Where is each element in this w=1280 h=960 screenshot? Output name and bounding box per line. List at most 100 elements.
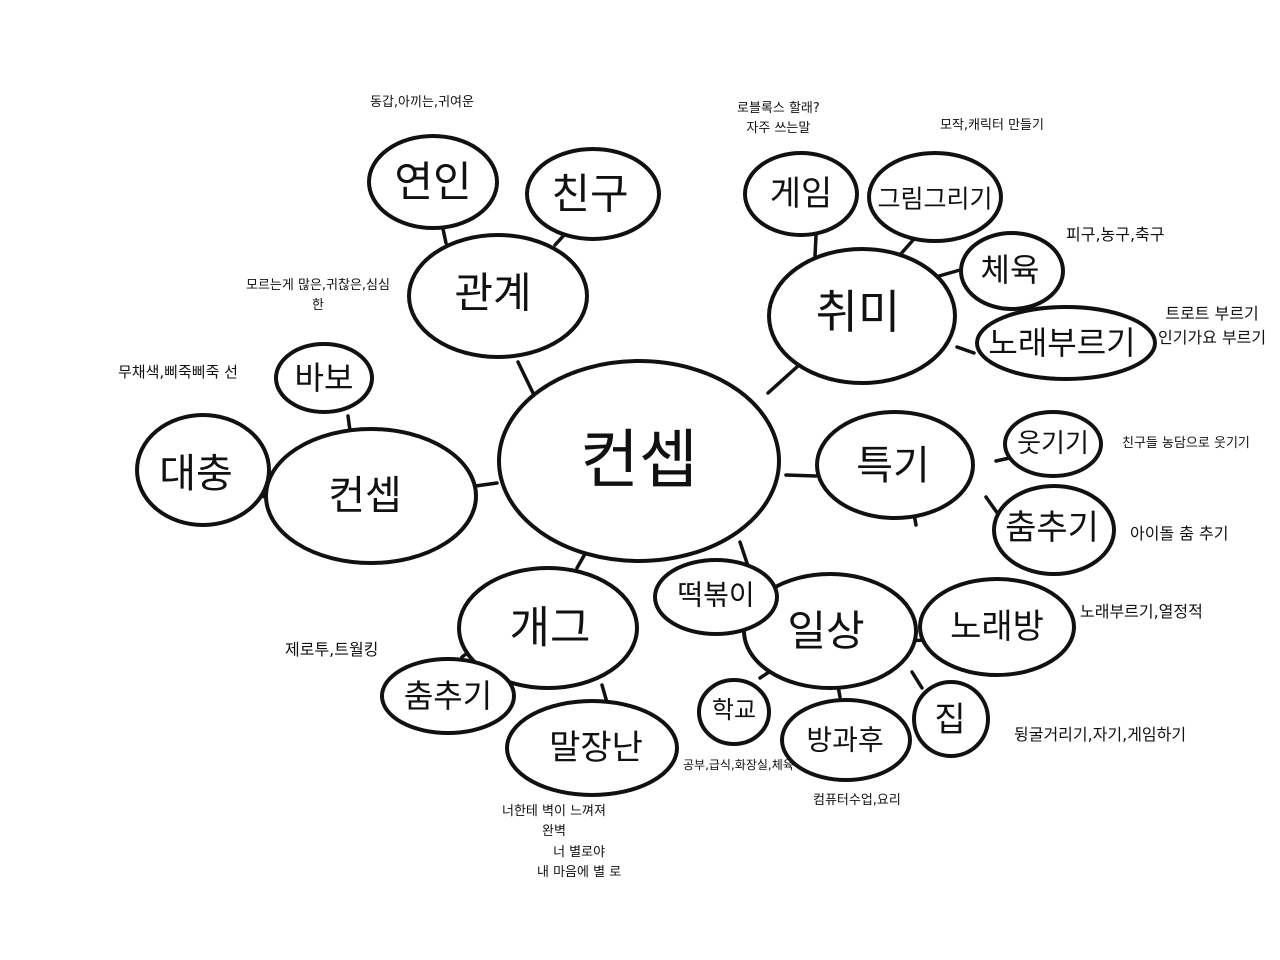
home-label: 집 bbox=[934, 700, 965, 740]
dancing-node: 춤추기 bbox=[992, 484, 1116, 576]
joke-node-shape bbox=[505, 699, 679, 797]
school-node-shape bbox=[697, 678, 771, 746]
note-singing: 트로트 부르기 인기가요 부르기 bbox=[1158, 302, 1266, 350]
note-funny-text: 친구들 농담으로 웃기기 bbox=[1122, 436, 1250, 451]
note-singing-line-1: 트로트 부르기 bbox=[1165, 304, 1259, 323]
note-dancing: 아이돌 춤 추기 bbox=[1130, 522, 1229, 546]
note-funny: 친구들 농담으로 웃기기 bbox=[1122, 434, 1250, 454]
lazy-label: 대충 bbox=[159, 451, 233, 497]
sports-label: 체육 bbox=[981, 251, 1040, 289]
joke-label: 말장난 bbox=[549, 728, 643, 768]
gag-dance-node: 춤추기 bbox=[380, 657, 516, 735]
singing-label: 노래부르기 bbox=[988, 324, 1135, 362]
note-home: 뒹굴거리기,자기,게임하기 bbox=[1014, 723, 1186, 747]
note-home-text: 뒹굴거리기,자기,게임하기 bbox=[1014, 725, 1187, 744]
afterschool-label: 방과후 bbox=[806, 724, 883, 757]
lover-node: 연인 bbox=[367, 134, 499, 230]
relation-node: 관계 bbox=[407, 233, 589, 359]
hobby-node: 취미 bbox=[767, 247, 957, 385]
game-node: 게임 bbox=[743, 151, 859, 237]
note-sports: 피구,농구,축구 bbox=[1066, 223, 1165, 247]
lazy-node: 대충 bbox=[135, 413, 271, 527]
note-lover: 동갑,아끼는,귀여운 bbox=[370, 93, 474, 113]
gag-node: 개그 bbox=[457, 566, 639, 690]
sports-node: 체육 bbox=[959, 231, 1065, 311]
gag-node-shape bbox=[457, 566, 639, 690]
center-node-shape bbox=[497, 359, 781, 563]
note-game-line-2: 자주 쓰는말 bbox=[746, 120, 811, 136]
concept-node-shape bbox=[264, 427, 478, 565]
note-joke-1: 너한테 벽이 느껴져 완벽 bbox=[502, 802, 606, 841]
fool-node-shape bbox=[274, 342, 374, 414]
connector-center-talent bbox=[784, 473, 818, 478]
note-afterschool-text: 컴퓨터수업,요리 bbox=[813, 793, 901, 808]
note-concept: 무채색,삐죽삐죽 선 bbox=[118, 361, 238, 384]
note-game-line-1: 로블록스 할래? bbox=[737, 101, 820, 116]
connector-center-relation bbox=[516, 360, 535, 395]
sports-node-shape bbox=[959, 231, 1065, 311]
note-singing-line-2: 인기가요 부르기 bbox=[1158, 328, 1267, 347]
note-karaoke-text: 노래부르기,열정적 bbox=[1080, 602, 1203, 621]
tteokbokki-label: 떡볶이 bbox=[677, 579, 754, 612]
gag-label: 개그 bbox=[510, 603, 591, 654]
note-gag: 제로투,트월킹 bbox=[285, 638, 378, 662]
tteokbokki-node: 떡볶이 bbox=[653, 558, 779, 636]
note-game: 로블록스 할래? 자주 쓰는말 bbox=[737, 99, 820, 138]
hobby-label: 취미 bbox=[816, 285, 901, 339]
drawing-node: 그림그리기 bbox=[867, 151, 1003, 243]
connector-daily-home bbox=[910, 670, 924, 690]
dancing-node-shape bbox=[992, 484, 1116, 576]
gag-dance-label: 춤추기 bbox=[404, 677, 492, 715]
karaoke-node-shape bbox=[918, 577, 1076, 677]
tteokbokki-node-shape bbox=[653, 558, 779, 636]
joke-node: 말장난 bbox=[505, 699, 679, 797]
singing-node-shape bbox=[975, 305, 1157, 381]
note-relation-line-2: 한 bbox=[312, 297, 324, 313]
note-dancing-text: 아이돌 춤 추기 bbox=[1130, 524, 1229, 543]
center-node: 컨셉 bbox=[497, 359, 781, 563]
note-drawing: 모작,캐릭터 만들기 bbox=[940, 116, 1044, 136]
friend-node-shape bbox=[525, 147, 661, 241]
dancing-label: 춤추기 bbox=[1005, 508, 1099, 548]
note-gag-text: 제로투,트월킹 bbox=[285, 640, 379, 659]
drawing-node-shape bbox=[867, 151, 1003, 243]
note-karaoke: 노래부르기,열정적 bbox=[1080, 600, 1203, 624]
afterschool-node: 방과후 bbox=[780, 698, 912, 782]
note-joke-1-line-2: 완벽 bbox=[542, 823, 566, 839]
daily-node: 일상 bbox=[742, 572, 918, 690]
connector-hobby-game bbox=[813, 234, 818, 258]
note-school-text: 공부,급식,화장실,체육 bbox=[683, 758, 794, 772]
funny-label: 웃기기 bbox=[1017, 429, 1089, 459]
fool-label: 바보 bbox=[295, 359, 354, 397]
drawing-label: 그림그리기 bbox=[877, 185, 992, 214]
concept-label: 컨셉 bbox=[328, 473, 402, 519]
note-joke-2: 너 별로야 내 마음에 별 로 bbox=[537, 843, 621, 882]
note-sports-text: 피구,농구,축구 bbox=[1066, 225, 1165, 244]
note-joke-1-line-1: 너한테 벽이 느껴져 bbox=[502, 804, 606, 819]
note-joke-2-line-2: 내 마음에 별 로 bbox=[537, 864, 622, 880]
home-node: 집 bbox=[912, 680, 990, 758]
singing-node: 노래부르기 bbox=[975, 305, 1157, 381]
note-afterschool: 컴퓨터수업,요리 bbox=[813, 791, 901, 811]
funny-node: 웃기기 bbox=[1003, 410, 1103, 478]
lover-node-shape bbox=[367, 134, 499, 230]
funny-node-shape bbox=[1003, 410, 1103, 478]
talent-node: 특기 bbox=[815, 410, 975, 520]
hobby-node-shape bbox=[767, 247, 957, 385]
note-drawing-text: 모작,캐릭터 만들기 bbox=[940, 118, 1044, 133]
lover-label: 연인 bbox=[394, 158, 471, 207]
note-concept-text: 무채색,삐죽삐죽 선 bbox=[118, 363, 238, 381]
talent-node-shape bbox=[815, 410, 975, 520]
friend-label: 친구 bbox=[551, 170, 628, 219]
connector-center-hobby bbox=[766, 364, 800, 395]
concept-node: 컨셉 bbox=[264, 427, 478, 565]
relation-node-shape bbox=[407, 233, 589, 359]
connector-talent-dancing bbox=[984, 495, 1000, 516]
fool-node: 바보 bbox=[274, 342, 374, 414]
relation-label: 관계 bbox=[454, 269, 531, 318]
school-node: 학교 bbox=[697, 678, 771, 746]
note-joke-2-line-1: 너 별로야 bbox=[553, 845, 606, 860]
daily-label: 일상 bbox=[787, 607, 864, 656]
connector-center-daily bbox=[738, 540, 750, 568]
